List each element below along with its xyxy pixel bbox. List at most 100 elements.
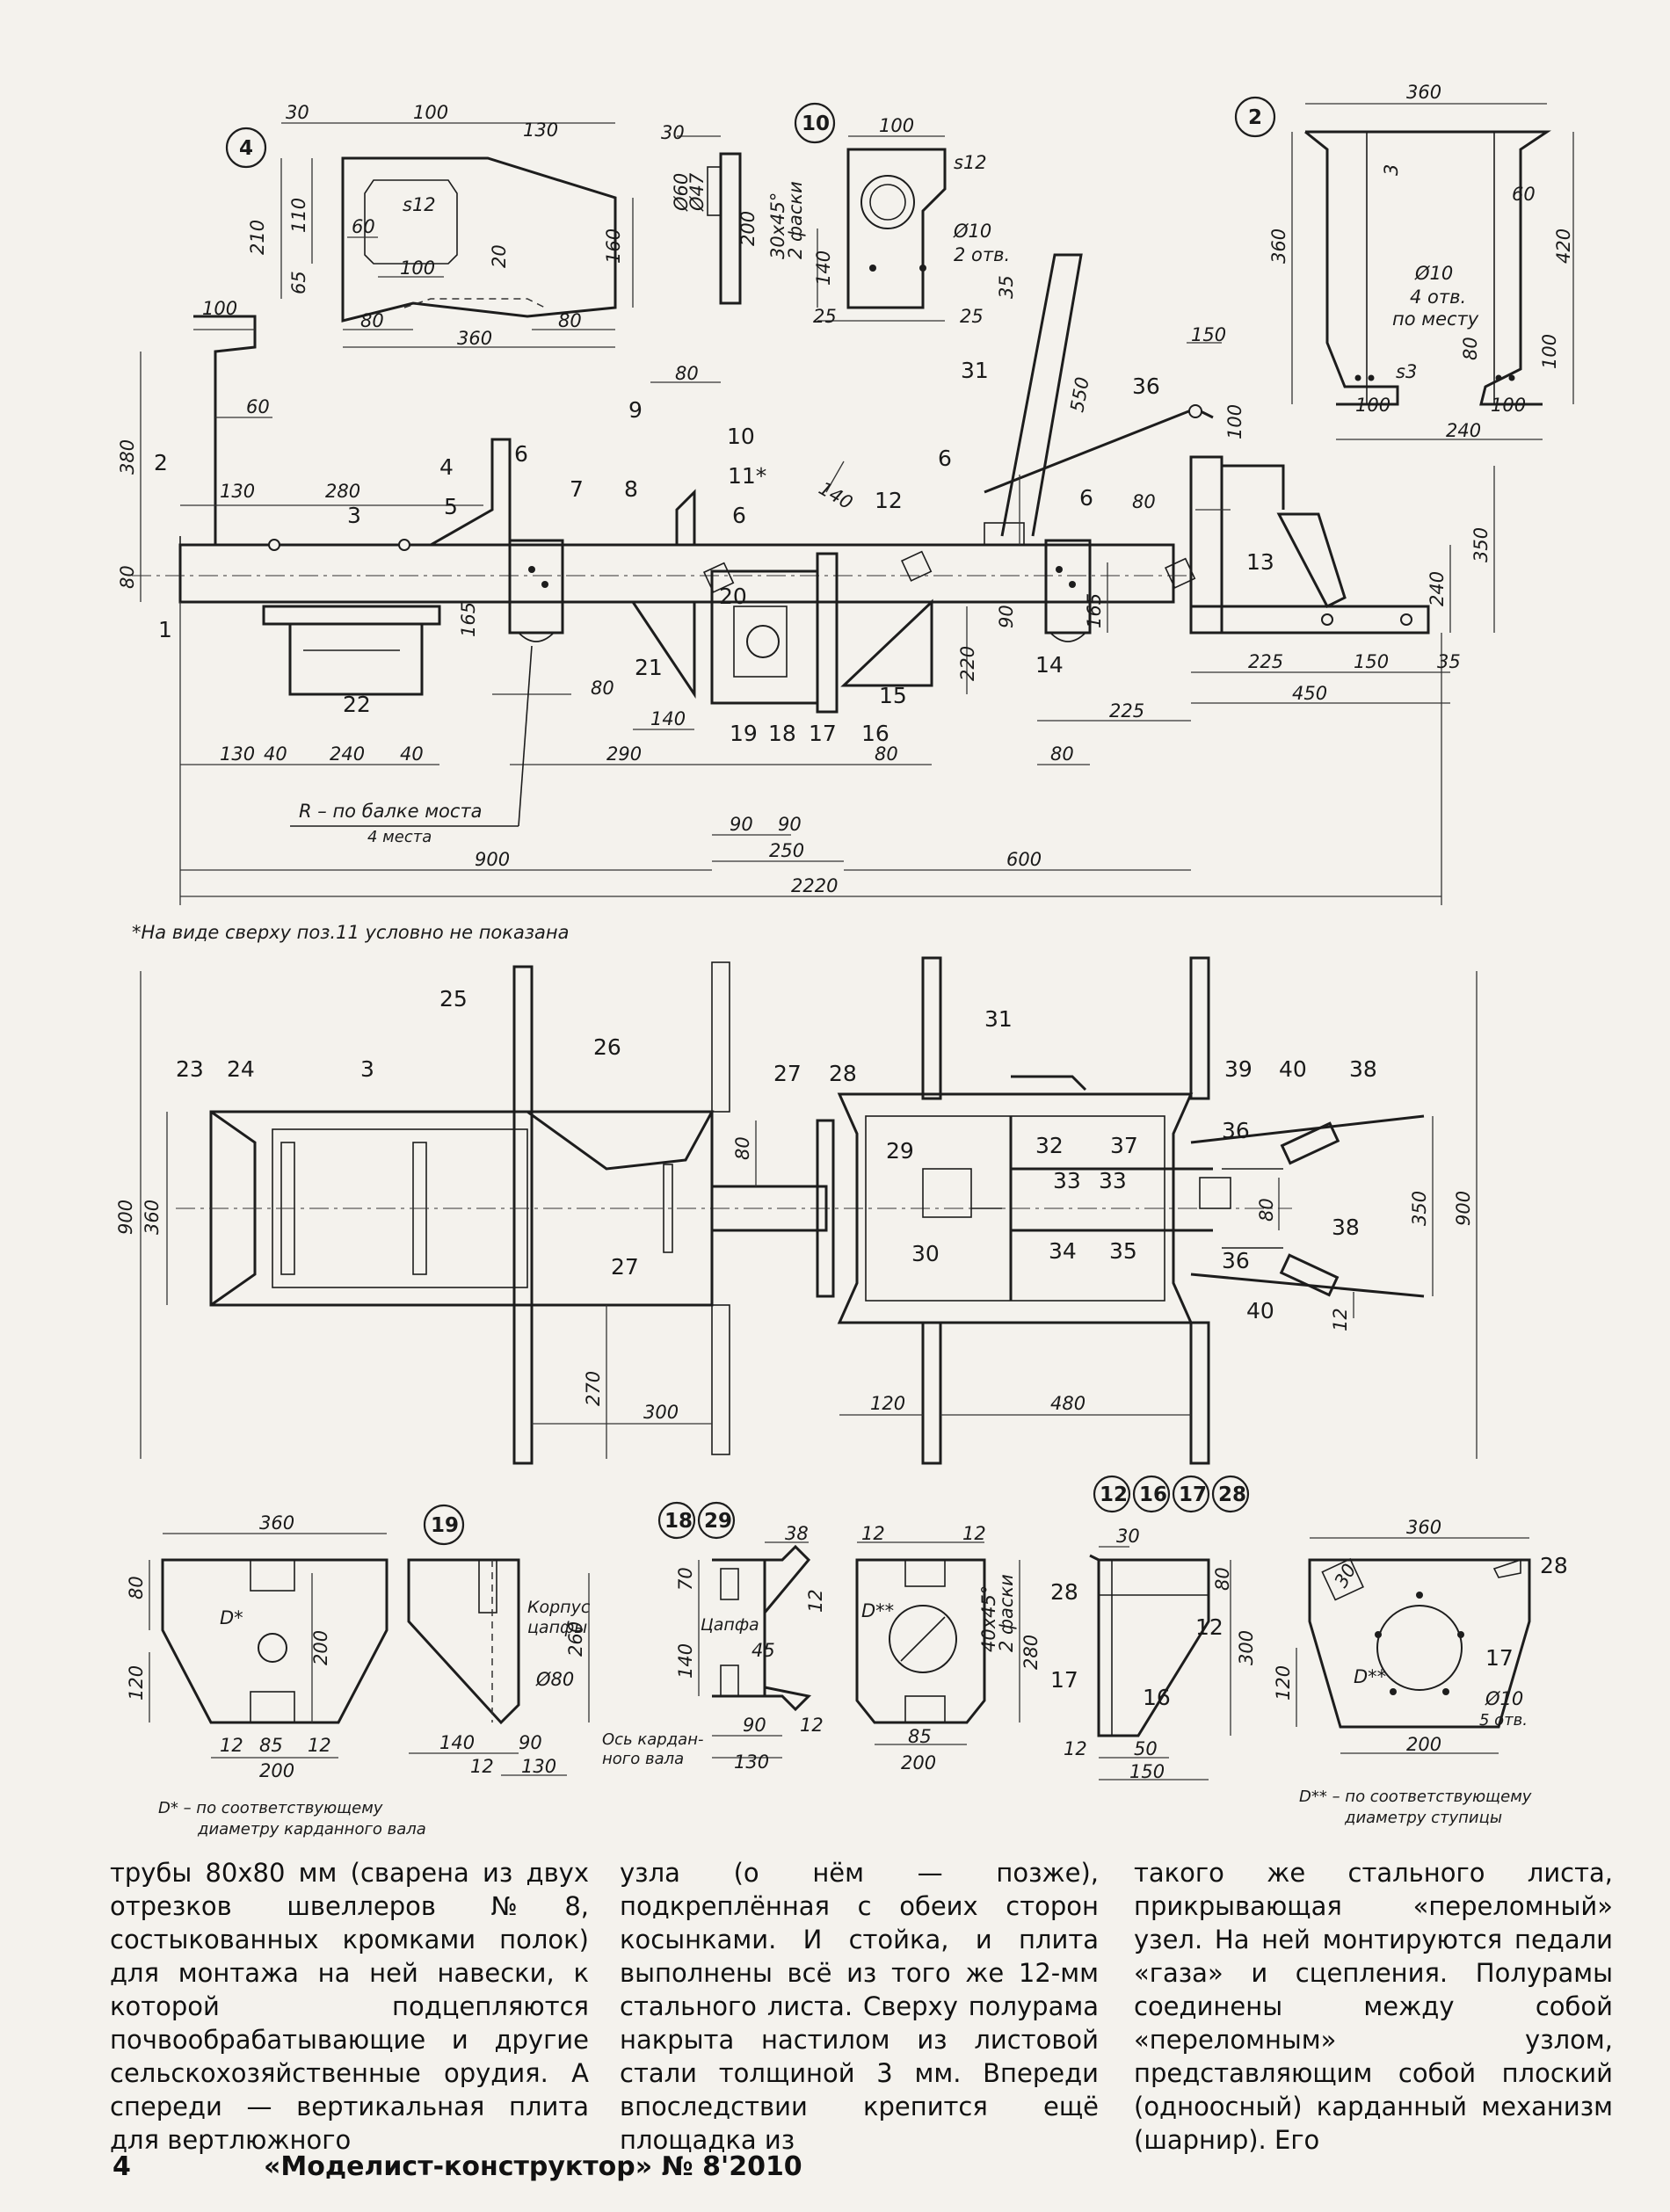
svg-text:85: 85 [908,1726,932,1747]
svg-text:12: 12 [1330,1308,1351,1331]
svg-text:140: 140 [675,1643,696,1679]
svg-text:27: 27 [773,1061,802,1086]
svg-text:100: 100 [400,257,435,279]
svg-text:300: 300 [643,1402,679,1423]
svg-text:120: 120 [870,1393,905,1414]
svg-text:2 фаски: 2 фаски [785,181,806,259]
svg-text:21: 21 [635,655,663,680]
svg-text:*На виде сверху поз.11 условно: *На виде сверху поз.11 условно не показа… [132,922,569,943]
svg-text:225: 225 [1109,700,1144,722]
svg-text:12: 12 [861,1523,885,1544]
svg-text:85: 85 [259,1735,283,1756]
svg-text:19: 19 [730,721,758,746]
svg-text:12: 12 [875,488,903,513]
bubble-19: 19 [423,1504,465,1546]
pedal-bracket [675,489,696,545]
svg-text:14: 14 [1035,652,1064,678]
svg-text:s3: s3 [1396,361,1417,382]
part-19-outline [407,1558,520,1725]
svg-text:200: 200 [310,1630,331,1665]
svg-text:450: 450 [1292,683,1327,704]
plate-4-cutout [364,179,458,265]
part-10-front [846,148,947,309]
svg-text:30x45°: 30x45° [767,192,788,259]
svg-text:ного вала: ного вала [602,1750,684,1768]
svg-text:130: 130 [521,1756,556,1777]
svg-text:12: 12 [1064,1738,1087,1759]
svg-text:360: 360 [142,1200,163,1235]
gusset-21 [630,600,696,699]
svg-text:420: 420 [1553,228,1574,264]
svg-text:39: 39 [1224,1056,1252,1082]
article-column-1: трубы 80х80 мм (сварена из двух отрезков… [110,1858,589,2155]
svg-text:6: 6 [514,441,528,467]
svg-text:D**: D** [1354,1666,1386,1687]
svg-text:90: 90 [730,814,753,835]
svg-text:17: 17 [1485,1645,1514,1671]
svg-text:110: 110 [288,198,309,233]
svg-text:32: 32 [1035,1133,1064,1158]
svg-text:5 отв.: 5 отв. [1479,1711,1528,1730]
front-post-r2 [1189,1321,1210,1465]
svg-text:225: 225 [1248,651,1283,672]
svg-text:130: 130 [523,120,558,141]
svg-text:100: 100 [202,298,237,319]
svg-text:380: 380 [117,439,138,475]
svg-text:16: 16 [1143,1685,1171,1710]
svg-text:80: 80 [1212,1567,1233,1591]
svg-text:12: 12 [1195,1614,1223,1640]
detail-part-29: 12 12 D** 40x45° 2 фаски 280 85 200 [855,1523,1042,1773]
svg-text:360: 360 [1406,1517,1441,1538]
svg-text:270: 270 [583,1371,604,1406]
svg-text:по месту: по месту [1392,308,1479,330]
svg-text:25: 25 [813,306,837,327]
svg-text:2: 2 [154,450,168,475]
svg-text:360: 360 [457,328,492,349]
svg-text:D*: D* [220,1607,243,1628]
svg-text:80: 80 [558,310,582,331]
svg-text:100: 100 [413,102,448,123]
svg-text:7: 7 [570,476,584,502]
svg-text:65: 65 [288,271,309,294]
svg-text:35: 35 [1109,1238,1137,1264]
front-post-l2 [921,1321,942,1465]
svg-text:250: 250 [769,840,804,861]
svg-text:360: 360 [1406,82,1441,103]
svg-text:25: 25 [960,306,984,327]
svg-text:30: 30 [1331,1560,1361,1591]
detail-part-4: 4 30 100 130 210 110 65 60 s12 100 20 16… [225,102,634,349]
svg-text:6: 6 [938,446,952,471]
journal-title: «Моделист-конструктор» № 8'2010 [264,2151,802,2182]
svg-text:80: 80 [1460,337,1481,360]
bubble-18: 18 [657,1501,696,1540]
svg-text:50: 50 [1134,1738,1158,1759]
svg-text:280: 280 [1020,1635,1042,1670]
svg-text:80: 80 [732,1136,753,1160]
svg-text:38: 38 [1349,1056,1377,1082]
detail-part-10: 10 30 100 s12 Ø60 Ø47 200 30x45° 2 фаски… [661,102,1017,327]
plate-4-hidden-edge [403,298,546,308]
svg-text:100: 100 [879,115,914,136]
svg-text:28: 28 [829,1061,857,1086]
svg-text:29: 29 [704,1510,732,1533]
svg-text:90: 90 [778,814,802,835]
svg-text:18: 18 [768,721,796,746]
svg-text:140: 140 [439,1732,475,1753]
hydraulic-cylinder [1276,512,1347,608]
plate-4-outline [341,156,617,323]
svg-text:12: 12 [220,1735,243,1756]
shaft [710,1185,828,1232]
svg-text:13: 13 [1246,549,1274,575]
svg-text:9: 9 [628,397,643,423]
svg-text:80: 80 [126,1576,147,1599]
svg-text:Ø10: Ø10 [953,221,991,242]
detail-part-19: 19 Корпус цапфы 260 Ø80 140 90 12 130 Ос… [407,1504,703,1777]
svg-text:280: 280 [325,481,360,502]
svg-text:15: 15 [879,683,907,708]
article-column-3: такого же стального листа, прикрывающая … [1134,1858,1613,2155]
svg-text:диаметру ступицы: диаметру ступицы [1344,1809,1502,1827]
svg-text:цапфы: цапфы [527,1618,587,1637]
svg-text:16: 16 [1139,1483,1167,1506]
